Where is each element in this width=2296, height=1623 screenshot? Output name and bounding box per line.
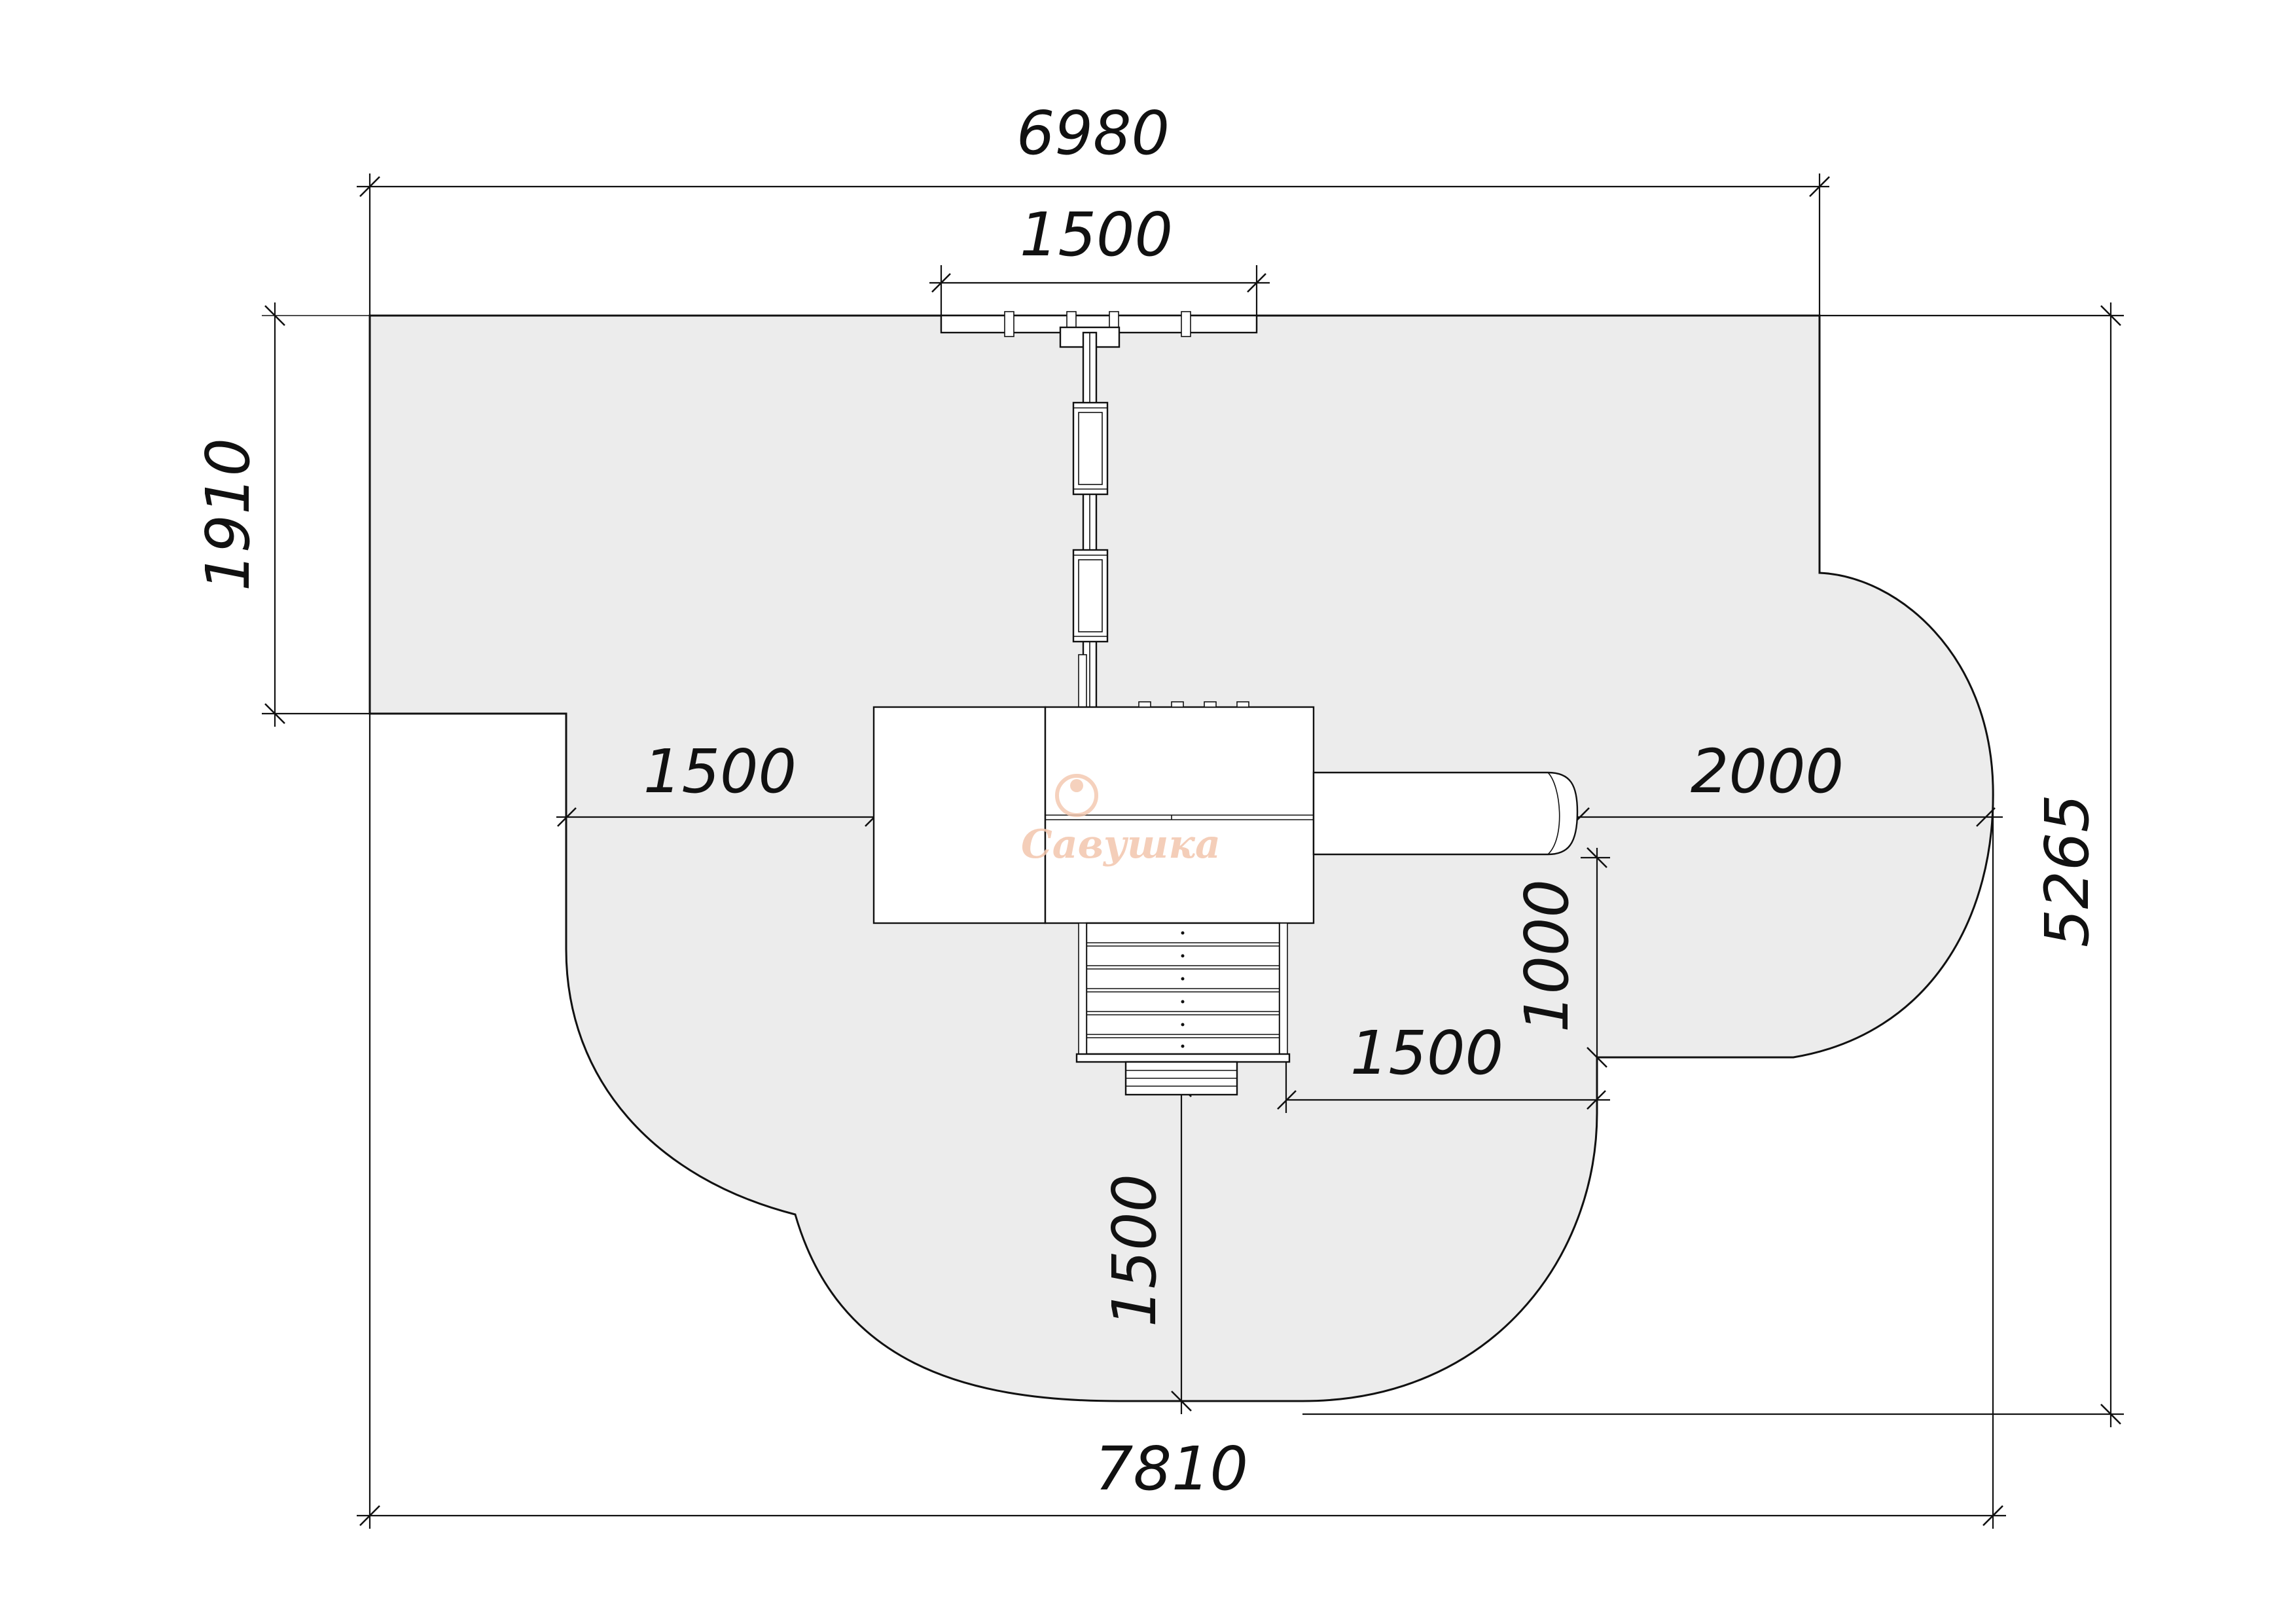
dim-bottom-right: 1500 xyxy=(1277,1018,1610,1113)
watermark-logo: Савушка xyxy=(1021,774,1221,867)
logo-text: Савушка xyxy=(1021,822,1221,867)
dim-right-height: 5265 xyxy=(1302,302,2124,1427)
stairs xyxy=(1075,922,1291,1096)
dim-bottom-right-text: 1500 xyxy=(1350,1018,1503,1088)
dim-left-clearance: 1500 xyxy=(556,737,887,827)
slide xyxy=(1312,771,1579,856)
dim-right-clearance-text: 2000 xyxy=(1691,737,1844,807)
swing-frame xyxy=(940,311,1258,714)
play-tower xyxy=(872,701,1315,924)
dim-right-lower: 1000 xyxy=(1512,847,1610,1113)
dim-left-height: 1910 xyxy=(193,302,1820,727)
dim-top-swing-text: 1500 xyxy=(1020,200,1173,270)
dim-top-swing: 1500 xyxy=(929,200,1270,331)
dim-bottom-overall: 7810 xyxy=(357,714,2006,1529)
dim-right-lower-text: 1000 xyxy=(1512,879,1582,1032)
dim-left-clearance-text: 1500 xyxy=(643,737,797,807)
dim-bottom-vertical: 1500 xyxy=(1100,1076,1192,1414)
dim-right-height-text: 5265 xyxy=(2032,794,2102,947)
dim-top-overall-text: 6980 xyxy=(1016,98,1170,168)
dim-bottom-vertical-text: 1500 xyxy=(1100,1174,1170,1327)
dim-left-height-text: 1910 xyxy=(193,438,263,591)
dim-bottom-overall-text: 7810 xyxy=(1095,1434,1248,1504)
dim-top-overall: 6980 xyxy=(357,98,1830,573)
